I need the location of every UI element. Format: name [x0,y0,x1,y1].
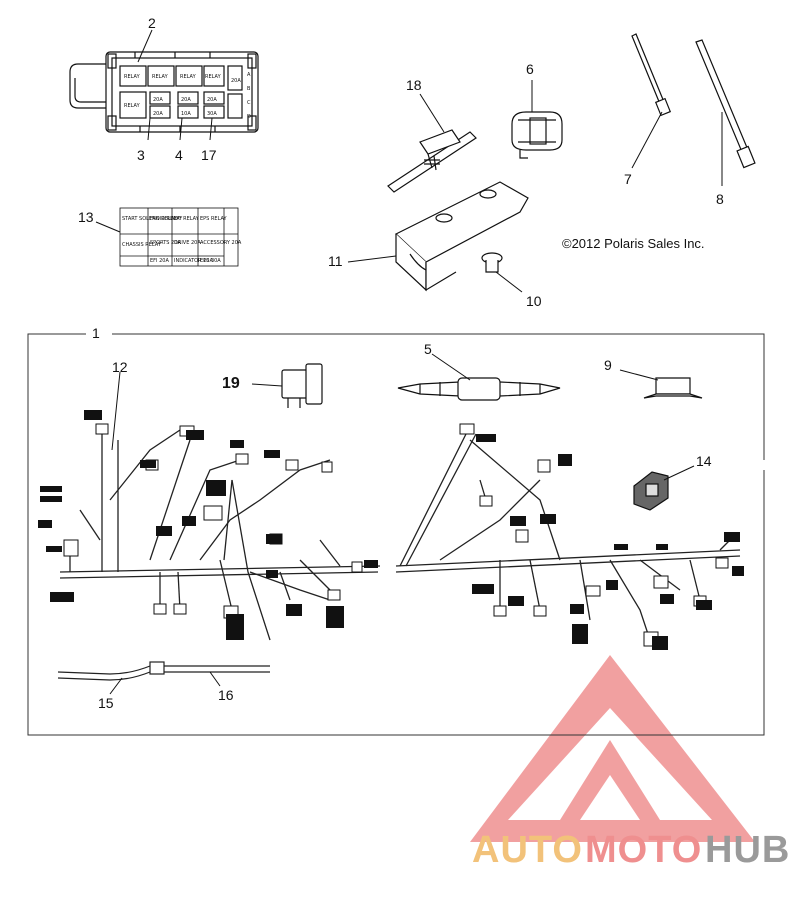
decal-r2-c3: DRIVE 20A [174,240,201,246]
leader-10 [495,271,523,293]
callout-3: 3 [137,147,145,163]
relay-decal-text: START SOLENOID RELAY FAN RELAY EFI RELAY… [122,216,242,264]
copyright-notice: ©2012 Polaris Sales Inc. [562,236,705,251]
leader-12 [111,371,121,451]
right-harness-connectors [459,423,729,647]
leader-7 [631,111,663,169]
connector-6 [511,111,563,159]
relay-label-4: RELAY [205,74,222,80]
leader-11 [347,255,397,263]
callout-9: 9 [604,357,612,373]
side-letter-c: C [247,100,251,106]
decal-r1-c2: FAN RELAY [150,216,178,222]
decal-r1-c3: EFI RELAY [174,216,200,222]
fuse-label-3: 20A [207,97,217,103]
callout-11: 11 [328,253,343,269]
inline-fuse-5 [397,377,561,401]
strap-7 [631,33,672,117]
decal-r1-c4: EPS RELAY [200,216,228,222]
fuse-label-6: 30A [207,111,217,117]
fuse-box-labels: RELAY RELAY RELAY RELAY RELAY 20A 20A 20… [124,72,251,120]
fuse-label-5: 10A [181,111,191,117]
watermark-triangle [470,655,755,842]
cable-15-16 [57,661,270,681]
leader-5 [431,353,471,381]
push-rivet-10 [481,252,503,273]
relay-decal [119,207,239,267]
leader-13 [95,221,121,233]
callout-17: 17 [201,147,217,163]
bracket-11 [394,181,529,292]
leader-14 [663,465,695,481]
side-letter-b: B [247,86,251,92]
leader-19 [251,383,283,387]
callout-10: 10 [526,293,542,309]
watermark-text-hub: HUB [705,829,790,871]
decal-r2-c4: ACCESSORY 20A [200,240,242,246]
leader-15 [109,677,123,695]
leader-9 [619,369,659,381]
fuse-label-7: 20A [231,78,241,84]
side-letter-d: D [247,114,251,120]
callout-1: 1 [92,325,100,341]
callout-8: 8 [716,191,724,207]
callout-14: 14 [696,453,712,469]
fuse-label-2: 20A [181,97,191,103]
relay-label-3: RELAY [180,74,197,80]
fuse-box [69,51,259,133]
callout-13: 13 [78,209,94,225]
callout-19: 19 [222,375,240,392]
callout-5: 5 [424,341,432,357]
callout-18: 18 [406,77,422,93]
decal-r1-c1: START SOLENOID RELAY [122,216,183,222]
callout-2: 2 [148,15,156,31]
callout-7: 7 [624,171,632,187]
decal-r3-c4: EPS 30A [200,258,221,264]
fuse-label-1: 20A [153,97,163,103]
fuse-label-4: 20A [153,111,163,117]
relay-label-1: RELAY [124,74,141,80]
clip-9 [643,377,703,399]
connector-19 [281,363,323,408]
right-harness [395,429,741,641]
fuse-box-leaders [137,29,213,141]
harness-frame [27,333,766,736]
leader-16 [209,671,221,687]
strap-8 [695,39,756,169]
decal-r2-c2: SPORTS 20A [150,240,181,246]
callout-15: 15 [98,695,114,711]
decal-r3-c2: EFI 20A [150,258,169,264]
cover-14 [633,471,669,511]
watermark-text-auto: AUTO [472,829,583,871]
cable-tie-mount [387,129,477,193]
watermark-logo: AUTO MOTO HUB [470,655,790,871]
left-harness-tags [38,410,378,640]
callout-4: 4 [175,147,183,163]
watermark-inner-mark [560,740,660,820]
left-harness-connectors [63,423,363,619]
callout-12: 12 [112,359,128,375]
relay-label-2: RELAY [152,74,169,80]
side-letter-a: A [247,72,251,78]
callout-16: 16 [218,687,234,703]
watermark-text-moto: MOTO [585,829,702,871]
decal-r2-c1: CHASSIS RELAY [122,242,162,248]
decal-r3-c3: INDICATOR 10A [174,258,213,264]
leader-18 [419,93,445,133]
callout-6: 6 [526,61,534,77]
right-harness-tags [472,434,744,650]
relay-label-5: RELAY [124,103,141,109]
